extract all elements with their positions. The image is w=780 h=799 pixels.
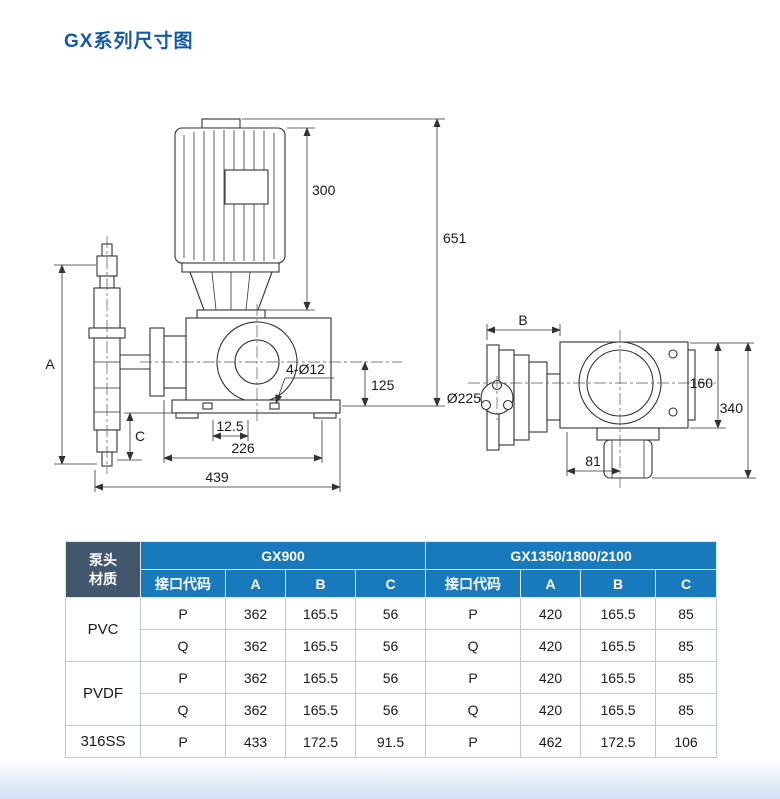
table-cell: P [425, 597, 522, 630]
dim-label-c: C [135, 428, 145, 444]
group-header-gx1350-1800-2100: GX1350/1800/2100 [425, 541, 718, 570]
table-cell: 165.5 [285, 597, 356, 630]
table-cell: 420 [520, 629, 582, 662]
side-view-dimensions [486, 324, 756, 479]
table-row: Q 362 165.5 56 Q 420 165.5 85 [66, 693, 718, 726]
table-cell: Q [425, 629, 522, 662]
table-cell: P [140, 597, 226, 630]
pump-head-side [480, 344, 561, 451]
table-cell: 165.5 [580, 693, 657, 726]
table-cell: 56 [354, 693, 427, 726]
table-cell: 362 [225, 693, 286, 726]
table-cell: 433 [225, 725, 286, 758]
material-cell-pvc: PVC [65, 597, 141, 662]
table-cell: 172.5 [580, 725, 657, 758]
table-cell: 56 [354, 597, 427, 630]
table-row: PVC P 362 165.5 56 P 420 165.5 85 [65, 597, 718, 662]
col-header-a-2: A [520, 569, 582, 598]
dim-label-226: 226 [231, 440, 255, 456]
table-cell: 362 [225, 629, 286, 662]
side-view-dimension-labels: B Ø225 160 340 81 [447, 312, 743, 469]
front-view-center-lines [106, 236, 402, 474]
material-cell-pvdf: PVDF [65, 661, 141, 726]
col-header-c-2: C [655, 569, 718, 598]
front-view-dimensions [54, 118, 445, 492]
table-cell: 91.5 [354, 725, 427, 758]
footer-accent-band [0, 759, 780, 799]
dim-label-total-height: 651 [443, 230, 467, 246]
table-cell: 165.5 [580, 661, 657, 694]
col-header-a-1: A [225, 569, 286, 598]
table-row: 316SS P 433 172.5 91.5 P 462 172.5 106 [65, 725, 718, 758]
front-view-dimension-labels: 300 651 A 4-Ø12 125 12.5 226 C 439 [45, 182, 466, 485]
table-cell: Q [140, 693, 226, 726]
col-header-interface-code-2: 接口代码 [425, 569, 522, 598]
table-cell: 420 [520, 693, 582, 726]
dim-label-125: 125 [371, 377, 395, 393]
col-header-c-1: C [354, 569, 427, 598]
col-header-b-2: B [580, 569, 657, 598]
table-cell: 362 [225, 661, 286, 694]
page-title: GX系列尺寸图 [64, 31, 194, 52]
gearbox-side [559, 341, 696, 429]
motor [174, 118, 286, 273]
motor-adapter [189, 271, 273, 319]
table-cell: 85 [655, 629, 718, 662]
dim-label-340: 340 [720, 400, 744, 416]
table-cell: P [425, 661, 522, 694]
table-cell: 362 [225, 597, 286, 630]
table-cell: 56 [354, 629, 427, 662]
table-cell: 165.5 [580, 629, 657, 662]
dim-label-160: 160 [690, 375, 714, 391]
table-cell: 85 [655, 693, 718, 726]
dim-label-mount-holes: 4-Ø12 [286, 361, 325, 377]
table-cell: P [425, 725, 522, 758]
dim-label-12-5: 12.5 [216, 418, 243, 434]
table-row: Q 362 165.5 56 Q 420 165.5 85 [66, 629, 718, 662]
table-cell: 165.5 [580, 597, 657, 630]
pump-head-front [149, 317, 332, 403]
table-cell: 165.5 [285, 693, 356, 726]
base-plate [171, 399, 341, 419]
dim-label-81: 81 [585, 453, 601, 469]
table-cell: 85 [655, 661, 718, 694]
table-cell: 165.5 [285, 629, 356, 662]
spec-table: 泵头 材质 GX900 GX1350/1800/2100 接口代码 A B C … [65, 541, 718, 758]
table-cell: 420 [520, 597, 582, 630]
dimension-diagram: 300 651 A 4-Ø12 125 12.5 226 C 439 [45, 118, 756, 492]
table-cell: 462 [520, 725, 582, 758]
table-cell: 85 [655, 597, 718, 630]
table-cell: Q [140, 629, 226, 662]
front-view-pump-drawing [88, 118, 341, 467]
material-header-cell: 泵头 材质 [65, 541, 141, 598]
col-header-interface-code-1: 接口代码 [140, 569, 226, 598]
drive-motor-side [596, 427, 660, 479]
table-cell: 56 [354, 661, 427, 694]
group-header-gx900: GX900 [139, 541, 427, 570]
table-cell: 172.5 [285, 725, 356, 758]
dim-label-a: A [45, 356, 55, 372]
table-cell: P [140, 661, 226, 694]
table-cell: 420 [520, 661, 582, 694]
dim-label-flange-dia: Ø225 [447, 390, 481, 406]
dim-label-motor-height: 300 [312, 182, 336, 198]
table-cell: P [140, 725, 226, 758]
table-cell: Q [425, 693, 522, 726]
table-cell: 106 [655, 725, 718, 758]
col-header-b-1: B [285, 569, 356, 598]
table-row: PVDF P 362 165.5 56 P 420 165.5 85 [65, 661, 718, 726]
dim-label-439: 439 [205, 469, 229, 485]
material-cell-316ss: 316SS [65, 725, 141, 758]
table-cell: 165.5 [285, 661, 356, 694]
side-view-center-lines [468, 330, 716, 488]
dim-label-b: B [518, 312, 527, 328]
